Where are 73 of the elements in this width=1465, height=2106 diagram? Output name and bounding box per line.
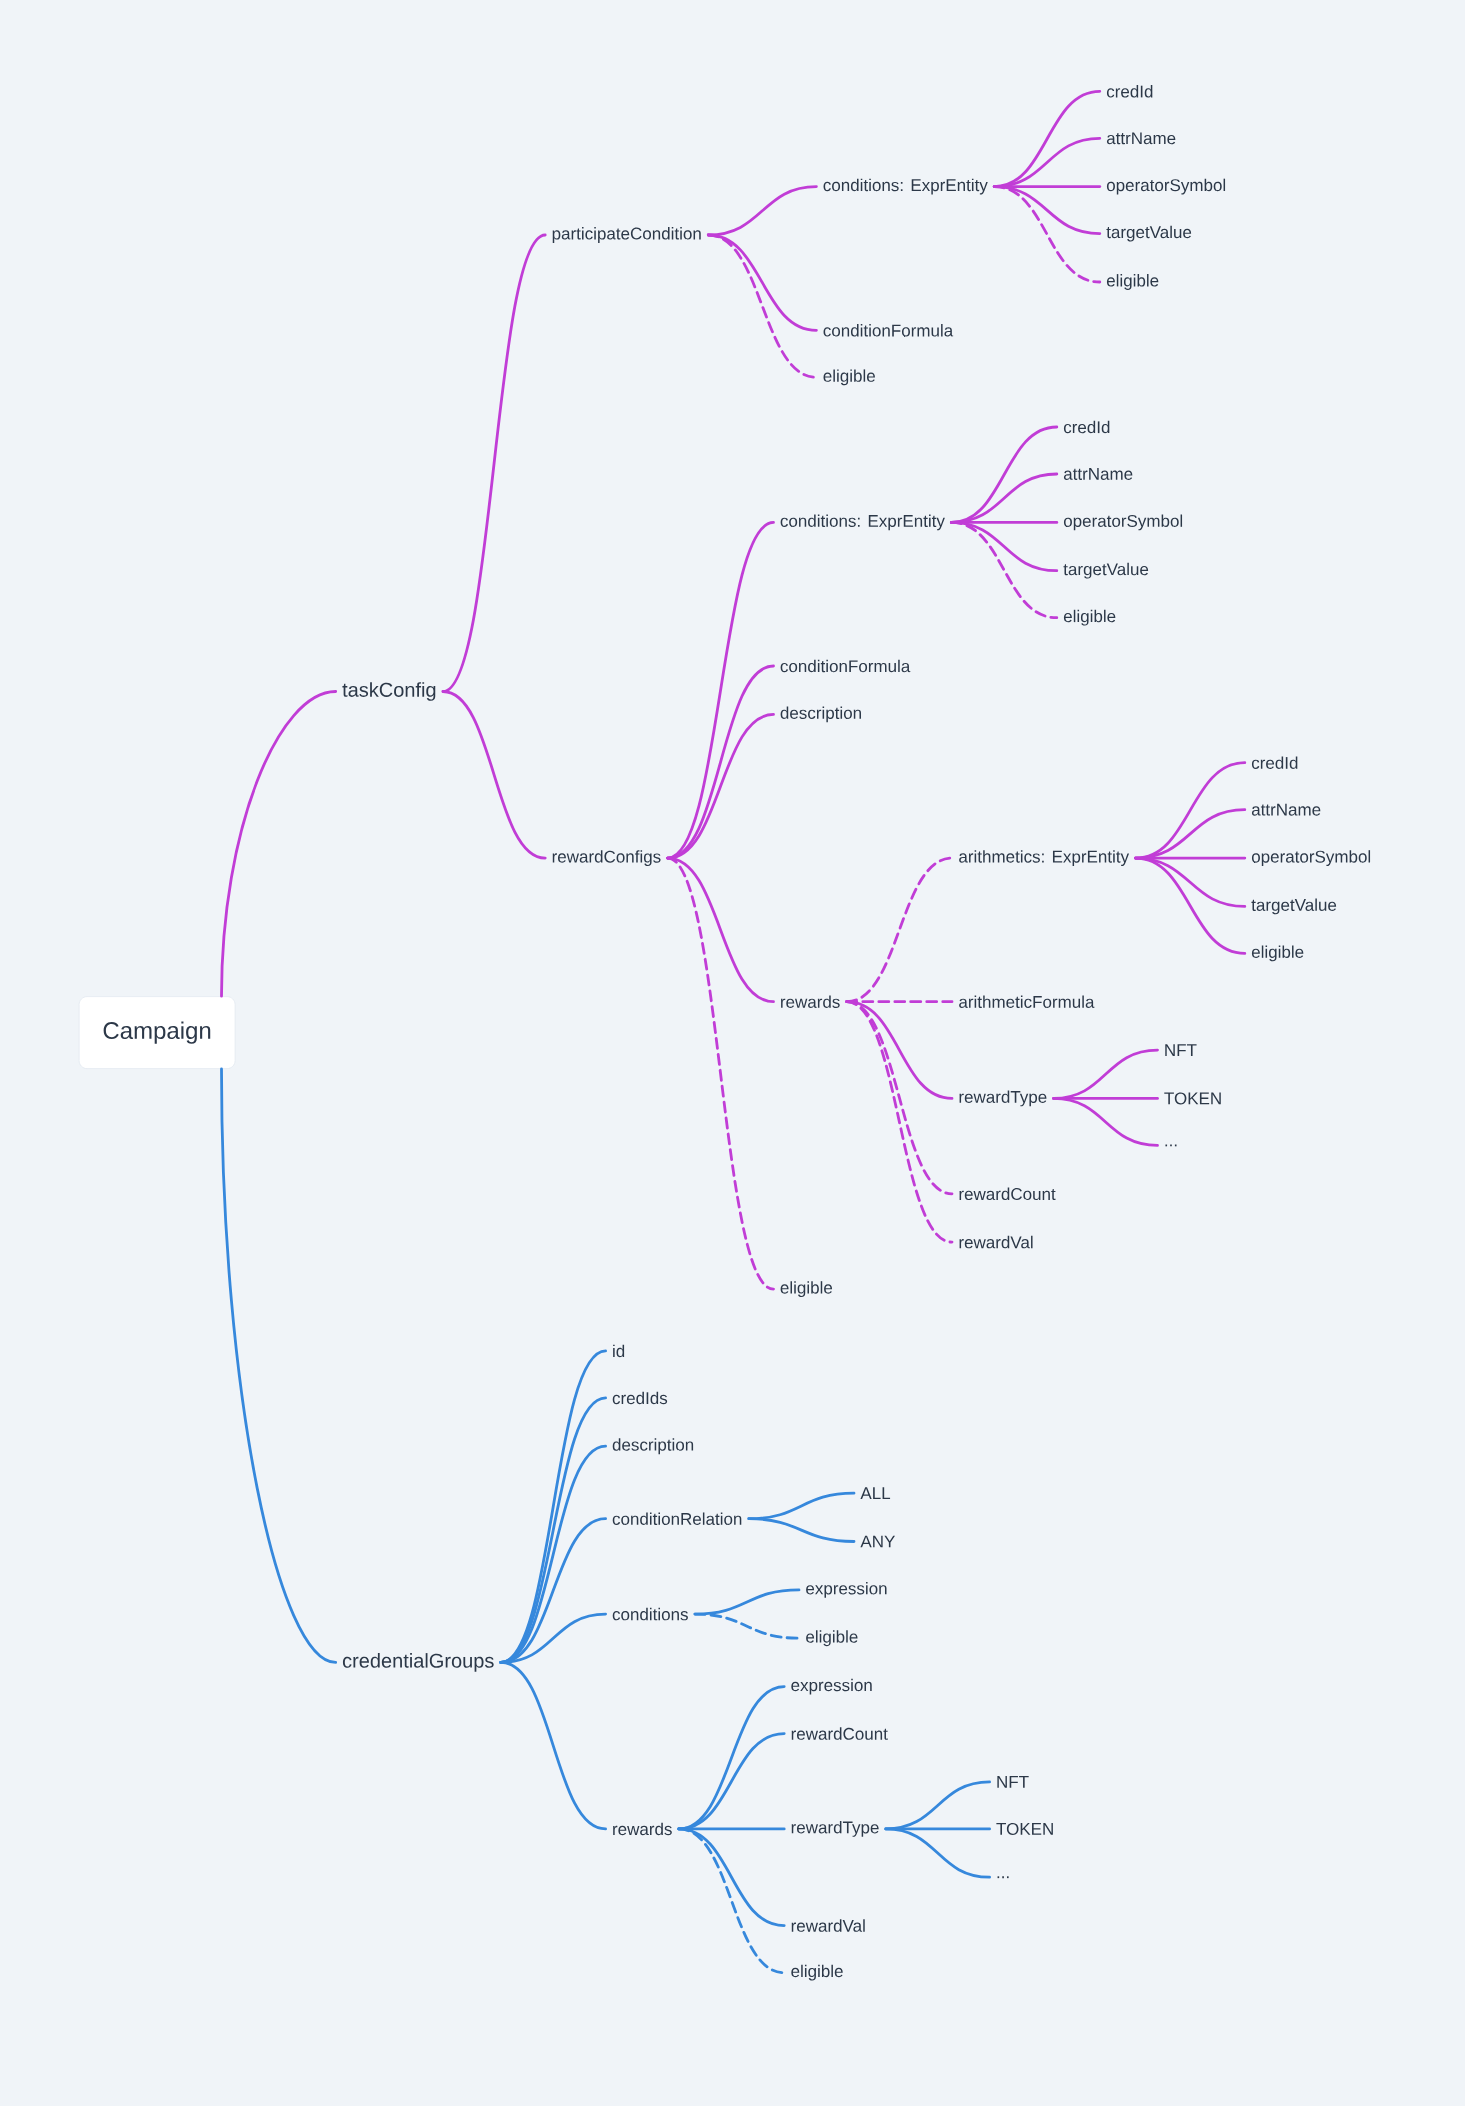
branch-line	[220, 1067, 338, 1664]
topic-label: rewardType	[791, 1821, 879, 1837]
topic-label: eligible	[823, 369, 875, 386]
topic-label: conditions: ExprEntity	[823, 178, 988, 195]
topic-label: targetValue	[1251, 898, 1337, 915]
branch-line	[666, 856, 775, 1291]
branch-line	[441, 690, 547, 860]
topic-label: eligible	[1106, 274, 1159, 290]
branch-line	[949, 521, 1059, 620]
topic-label: ...	[997, 1876, 1009, 1879]
topic-label: NFT	[997, 1776, 1029, 1788]
branch-line	[747, 1517, 856, 1543]
topic-label: rewardCount	[959, 1187, 1056, 1201]
branch-line	[666, 664, 775, 860]
branch-line	[992, 185, 1102, 284]
topic-label: operatorSymbol	[1251, 850, 1371, 866]
branch-line	[1134, 856, 1247, 955]
topic-label: rewardConfigs	[552, 850, 661, 866]
topic-label: description	[780, 706, 861, 723]
topic-label: description	[612, 1438, 694, 1455]
topic-label: eligible	[1063, 609, 1116, 626]
topic-label: conditionRelation	[612, 1512, 742, 1525]
topic-label: credentialGroups	[342, 1653, 494, 1672]
topic-label: conditionFormula	[780, 659, 911, 673]
topic-label: operatorSymbol	[1063, 514, 1183, 531]
branch-line	[884, 1827, 991, 1879]
topic-label: conditions: ExprEntity	[780, 514, 945, 531]
branch-line	[677, 1732, 786, 1831]
topic-label: rewardVal	[959, 1235, 1033, 1249]
branch-line	[845, 1000, 954, 1244]
topic-label: conditions	[612, 1607, 688, 1621]
topic-label: NFT	[1165, 1044, 1197, 1056]
branch-line	[677, 1827, 786, 1975]
topic-label: attrName	[1063, 468, 1133, 480]
topic-label: credId	[1251, 756, 1298, 769]
topic-label: credId	[1106, 85, 1153, 98]
topic-label: eligible	[806, 1630, 858, 1647]
topic-label: conditionFormula	[823, 324, 954, 337]
topic-label: attrName	[1251, 803, 1321, 816]
topic-label: taskConfig	[342, 682, 436, 701]
topic-label: TOKEN	[996, 1822, 1053, 1835]
topic-label: TOKEN	[1164, 1092, 1221, 1105]
topic-label: rewards	[613, 1822, 672, 1836]
topic-label: eligible	[791, 1964, 843, 1981]
topic-label: attrName	[1106, 132, 1176, 145]
topic-label: ...	[1165, 1144, 1177, 1147]
branch-line	[220, 690, 338, 998]
branch-line	[499, 1661, 607, 1831]
branch-line	[884, 1780, 991, 1831]
topic-label: id	[613, 1344, 625, 1358]
topic-label: rewardCount	[791, 1727, 888, 1740]
topic-label: credId	[1063, 420, 1110, 434]
branch-line	[1052, 1097, 1159, 1147]
topic-label: expression	[806, 1582, 887, 1598]
topic-label: rewardVal	[791, 1919, 865, 1932]
topic-label: eligible	[1251, 945, 1304, 962]
topic-label: targetValue	[1106, 225, 1192, 242]
topic-label: credIds	[612, 1391, 668, 1405]
topic-label: ANY	[860, 1535, 895, 1548]
topic-label: arithmeticFormula	[959, 995, 1095, 1008]
topic-label: rewardType	[959, 1090, 1047, 1107]
topic-label: ALL	[860, 1487, 891, 1500]
topic-label: eligible	[780, 1281, 833, 1298]
branch-line	[845, 1000, 954, 1100]
topic-label: targetValue	[1063, 562, 1149, 579]
topic-label: rewards	[781, 995, 840, 1008]
topic-label: arithmetics: ExprEntity	[959, 850, 1130, 866]
branch-line	[706, 233, 818, 379]
branch-line	[693, 1612, 801, 1640]
topic-label: participateCondition	[552, 227, 701, 243]
root-box: Campaign	[78, 996, 236, 1069]
topic-label: operatorSymbol	[1106, 178, 1226, 195]
topic-label: expression	[791, 1678, 872, 1695]
